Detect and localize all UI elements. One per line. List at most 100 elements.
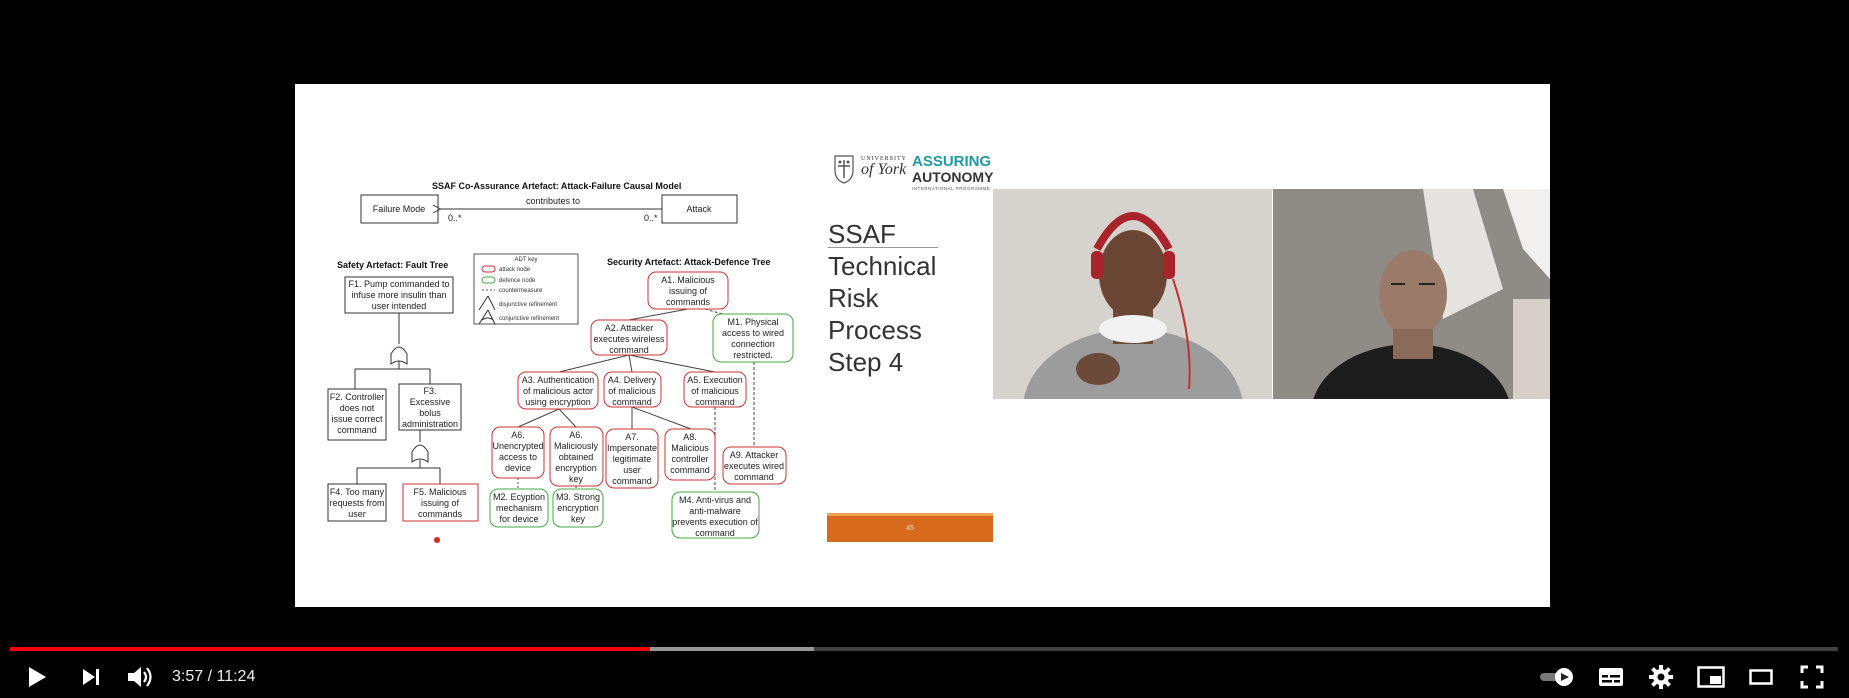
time-separator: / (203, 668, 217, 685)
multiplicity-right: 0..* (644, 213, 658, 223)
svg-text:executes wireless: executes wireless (593, 334, 665, 344)
svg-text:countermeasure: countermeasure (499, 288, 543, 294)
svg-text:Unencrypted: Unencrypted (492, 441, 543, 451)
svg-text:attack node: attack node (499, 267, 531, 273)
miniplayer-icon (1697, 666, 1725, 688)
svg-text:Malicious: Malicious (671, 443, 709, 453)
attack-node-a6-unencrypted: A6. Unencrypted access to device (491, 426, 545, 479)
fault-node-f1: F1. Pump commanded to infuse more insuli… (344, 276, 454, 314)
fault-node-f2: F2. Controller does not issue correct co… (327, 388, 387, 441)
laser-pointer-dot (434, 537, 440, 543)
attack-tree-title: Security Artefact: Attack-Defence Tree (607, 257, 770, 267)
theater-mode-button[interactable] (1744, 662, 1778, 692)
webcam-feed-participant (1273, 189, 1550, 399)
progress-bar[interactable] (10, 647, 1838, 651)
svg-text:infuse more insulin than: infuse more insulin than (351, 290, 446, 300)
defence-node-m3: M3. Strong encryption key (552, 488, 604, 528)
svg-text:A4. Delivery: A4. Delivery (608, 375, 657, 385)
svg-text:A3. Authentication: A3. Authentication (522, 375, 595, 385)
svg-text:issuing of: issuing of (669, 286, 708, 296)
programme-logo-line2: AUTONOMY (912, 169, 994, 185)
attack-node-a2: A2. Attacker executes wireless command (590, 319, 668, 356)
attack-node-a4: A4. Delivery of malicious command (603, 371, 662, 408)
svg-text:requests from: requests from (329, 498, 384, 508)
svg-text:A9. Attacker: A9. Attacker (730, 450, 779, 460)
svg-text:A6.: A6. (511, 430, 525, 440)
svg-text:access to wired: access to wired (722, 328, 784, 338)
attack-label: Attack (686, 204, 712, 214)
defence-node-m4: M4. Anti-virus and anti-malware prevents… (671, 491, 760, 539)
svg-text:disjunctive refinement: disjunctive refinement (499, 302, 557, 308)
attack-node-a5: A5. Execution of malicious command (683, 371, 747, 408)
fault-node-f5: F5. Malicious issuing of commands (402, 483, 479, 522)
attack-node-a9: A9. Attacker executes wired command (722, 446, 787, 485)
attack-node-a8: A8. Malicious controller command (664, 428, 716, 481)
svg-text:command: command (670, 465, 710, 475)
settings-button[interactable] (1644, 662, 1678, 692)
volume-icon (128, 667, 152, 687)
svg-text:M1. Physical: M1. Physical (727, 317, 778, 327)
progress-played (10, 647, 650, 651)
time-display: 3:57 / 11:24 (172, 665, 255, 689)
miniplayer-button[interactable] (1694, 662, 1728, 692)
svg-text:administration: administration (402, 419, 458, 429)
svg-text:command: command (612, 476, 652, 486)
attack-node-a3: A3. Authentication of malicious actor us… (517, 371, 599, 410)
next-button[interactable] (74, 662, 108, 692)
svg-text:command: command (695, 528, 735, 538)
svg-text:mechanism: mechanism (496, 503, 542, 513)
play-button[interactable] (20, 662, 54, 692)
york-wordmark: UNIVERSITY of York (861, 156, 907, 178)
duration: 11:24 (216, 668, 256, 685)
fault-node-f3: F3. Excessive bolus administration (398, 383, 462, 431)
fault-node-f4: F4. Too many requests from user (327, 483, 387, 522)
video-frame[interactable]: SSAF Co-Assurance Artefact: Attack-Failu… (0, 0, 1849, 640)
svg-text:M3. Strong: M3. Strong (556, 492, 600, 502)
svg-text:M2. Ecyption: M2. Ecyption (493, 492, 545, 502)
svg-text:F4. Too many: F4. Too many (330, 487, 385, 497)
svg-text:encryption: encryption (555, 463, 597, 473)
svg-text:command: command (337, 425, 377, 435)
svg-text:user: user (623, 465, 641, 475)
svg-text:Excessive: Excessive (410, 397, 451, 407)
slide-title: SSAF Technical Risk Process Step 4 (828, 219, 937, 377)
svg-text:command: command (609, 345, 649, 355)
svg-text:executes wired: executes wired (724, 461, 784, 471)
svg-text:A5. Execution: A5. Execution (687, 375, 743, 385)
svg-text:F3.: F3. (423, 386, 436, 396)
programme-logo-line3: INTERNATIONAL PROGRAMME (912, 186, 991, 191)
svg-text:using encryption: using encryption (525, 397, 591, 407)
multiplicity-left: 0..* (448, 213, 462, 223)
presentation-slide: SSAF Co-Assurance Artefact: Attack-Failu… (295, 84, 1550, 607)
autoplay-toggle[interactable] (1538, 662, 1576, 692)
svg-text:of malicious: of malicious (691, 386, 739, 396)
volume-button[interactable] (123, 662, 157, 692)
play-icon (29, 667, 46, 687)
york-crest-logo (834, 155, 854, 184)
svg-text:A1. Malicious: A1. Malicious (661, 275, 715, 285)
svg-text:A8.: A8. (683, 432, 697, 442)
programme-logo-line1: ASSURING (912, 153, 992, 170)
defence-node-m2: M2. Ecyption mechanism for device (489, 488, 549, 528)
subtitles-button[interactable] (1594, 662, 1628, 692)
gear-icon (1649, 665, 1673, 689)
subtitles-icon (1599, 668, 1623, 686)
fault-tree-title: Safety Artefact: Fault Tree (337, 260, 448, 270)
attack-failure-diagram: SSAF Co-Assurance Artefact: Attack-Failu… (295, 84, 815, 607)
relation-label: contributes to (526, 196, 580, 206)
svg-text:encryption: encryption (557, 503, 599, 513)
svg-text:defence node: defence node (499, 278, 536, 284)
svg-text:F1. Pump commanded to: F1. Pump commanded to (348, 279, 449, 289)
svg-text:F2. Controller: F2. Controller (330, 392, 385, 402)
failure-mode-label: Failure Mode (373, 204, 426, 214)
svg-text:Impersonate: Impersonate (607, 443, 657, 453)
svg-text:legitimate: legitimate (613, 454, 652, 464)
slide-number: 45 (906, 525, 914, 532)
player-controls: 3:57 / 11:24 (0, 655, 1849, 698)
next-icon (83, 669, 99, 685)
fullscreen-button[interactable] (1795, 662, 1829, 692)
svg-text:access to: access to (499, 452, 537, 462)
svg-text:Maliciously: Maliciously (554, 441, 599, 451)
svg-text:does not: does not (340, 403, 375, 413)
svg-text:command: command (612, 397, 652, 407)
